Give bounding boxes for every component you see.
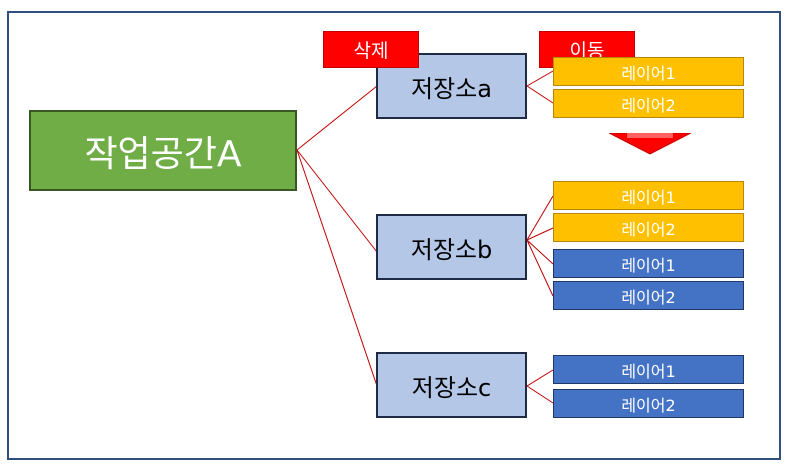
move-tag-label: 이동 — [569, 40, 605, 62]
layer-a-2[interactable]: 레이어2 — [553, 89, 744, 118]
storage-node-b[interactable]: 저장소b — [376, 214, 527, 280]
layer-b-2[interactable]: 레이어2 — [553, 213, 744, 242]
down-arrow-icon — [609, 133, 691, 155]
layer-label: 레이어1 — [621, 63, 676, 83]
layer-label: 레이어1 — [621, 361, 676, 381]
layer-b-4[interactable]: 레이어2 — [553, 281, 744, 310]
diagram-frame — [7, 11, 781, 460]
workspace-label: 작업공간A — [84, 133, 242, 175]
layer-label: 레이어2 — [621, 287, 676, 307]
layer-a-1[interactable]: 레이어1 — [553, 57, 744, 86]
storage-label: 저장소b — [410, 235, 493, 264]
connector-c-layer2 — [526, 385, 554, 404]
layer-c-2[interactable]: 레이어2 — [553, 389, 744, 418]
connector-a-layer1 — [526, 70, 554, 87]
storage-label: 저장소a — [411, 74, 492, 103]
connector-b-layer4 — [526, 239, 554, 297]
connector-c-layer1 — [526, 369, 554, 387]
connector-ws-to-c — [296, 149, 378, 387]
layer-label: 레이어1 — [621, 187, 676, 207]
layer-b-3[interactable]: 레이어1 — [553, 249, 744, 278]
layer-label: 레이어2 — [621, 219, 676, 239]
layer-label: 레이어2 — [621, 95, 676, 115]
layer-c-1[interactable]: 레이어1 — [553, 355, 744, 384]
layer-label: 레이어1 — [621, 255, 676, 275]
connector-a-layer2 — [526, 85, 554, 104]
delete-tag: 삭제 — [323, 31, 419, 68]
storage-node-c[interactable]: 저장소c — [376, 352, 527, 418]
connector-b-layer3 — [526, 239, 554, 265]
connector-b-layer1 — [526, 195, 554, 241]
connector-ws-to-b — [296, 149, 378, 253]
connector-b-layer2 — [526, 227, 554, 241]
layer-label: 레이어2 — [621, 395, 676, 415]
delete-tag-label: 삭제 — [353, 40, 389, 62]
layer-b-1[interactable]: 레이어1 — [553, 181, 744, 210]
storage-label: 저장소c — [411, 373, 492, 402]
workspace-node[interactable]: 작업공간A — [29, 110, 297, 191]
connector-ws-to-a — [296, 85, 378, 151]
